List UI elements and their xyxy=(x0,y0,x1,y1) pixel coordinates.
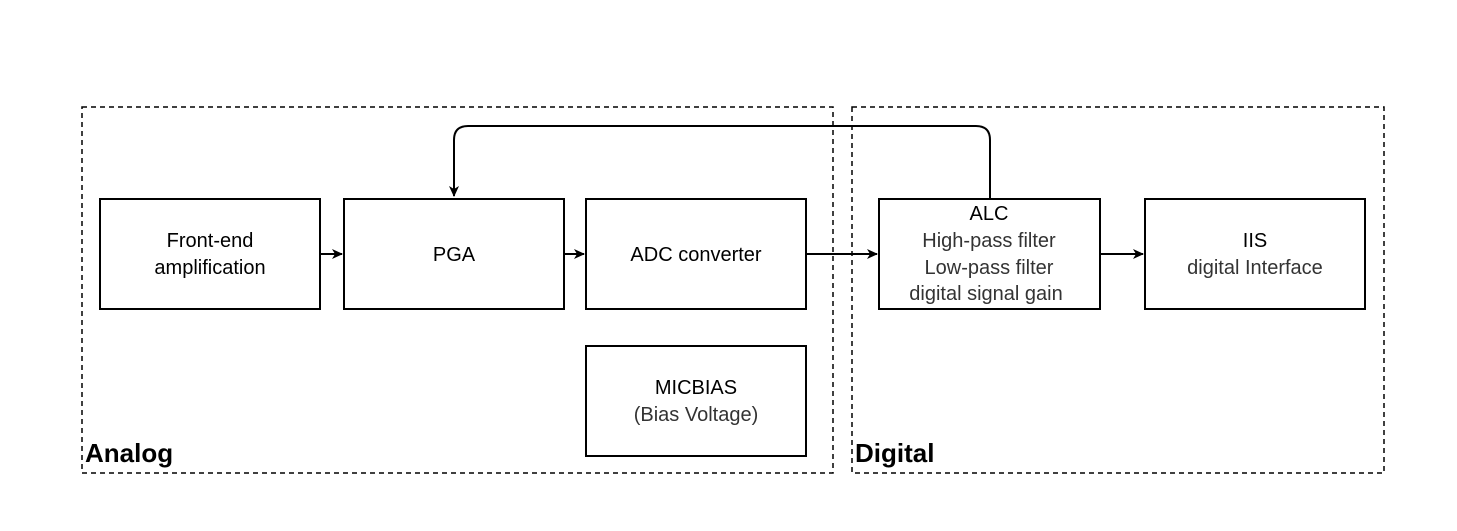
digital-region-label: Digital xyxy=(855,438,934,468)
block-adc-box xyxy=(585,198,807,310)
block-alc-box xyxy=(878,198,1101,310)
block-micbias-subtitle: (Bias Voltage) xyxy=(634,404,759,426)
block-frontend-line-1: Front-end xyxy=(167,230,254,252)
block-iis: IIS digital Interface xyxy=(1144,198,1366,310)
block-frontend-box xyxy=(99,198,321,310)
block-micbias: MICBIAS (Bias Voltage) xyxy=(585,345,807,457)
block-iis-box xyxy=(1144,198,1366,310)
block-pga-title: PGA xyxy=(433,244,476,266)
block-iis-subtitle: digital Interface xyxy=(1187,257,1323,279)
block-pga: PGA xyxy=(343,198,565,310)
analog-region: Analog xyxy=(81,106,834,474)
block-frontend-amplification: Front-end amplification xyxy=(99,198,321,310)
block-frontend-line-2: amplification xyxy=(154,257,265,279)
block-adc: ADC converter xyxy=(585,198,807,310)
block-pga-box xyxy=(343,198,565,310)
block-micbias-title: MICBIAS xyxy=(655,377,737,399)
block-alc: ALC High-pass filter Low-pass filter dig… xyxy=(878,198,1101,310)
analog-region-label: Analog xyxy=(85,438,173,468)
block-micbias-box xyxy=(585,345,807,457)
digital-region-border xyxy=(851,106,1385,474)
digital-region: Digital xyxy=(851,106,1385,474)
block-iis-title: IIS xyxy=(1243,230,1267,252)
block-alc-title: ALC xyxy=(970,203,1009,225)
edge-alc-feedback-to-pga xyxy=(449,125,991,198)
block-adc-title: ADC converter xyxy=(630,244,761,266)
block-alc-line-3: digital signal gain xyxy=(909,283,1062,305)
block-alc-line-1: High-pass filter xyxy=(922,230,1056,252)
block-alc-line-2: Low-pass filter xyxy=(925,257,1054,279)
